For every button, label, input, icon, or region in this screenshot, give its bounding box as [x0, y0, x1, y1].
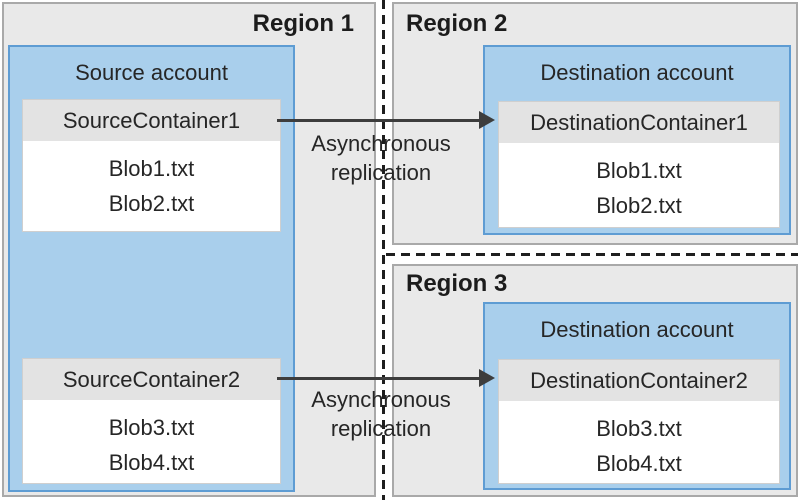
blob-item: Blob2.txt	[108, 191, 195, 216]
source-container-1-name: SourceContainer1	[23, 100, 280, 141]
arrow-label-line: replication	[330, 160, 432, 185]
destination-account-2-title: Destination account	[540, 317, 734, 342]
source-account-title: Source account	[75, 60, 228, 85]
source-container-2-name: SourceContainer2	[23, 359, 280, 400]
region-3-label: Region 3	[406, 270, 508, 297]
destination-container-2-name: DestinationContainer2	[499, 360, 779, 401]
destination-account-1-title: Destination account	[540, 60, 734, 85]
blob-item: Blob4.txt	[108, 450, 195, 475]
blob-item: Blob1.txt	[596, 158, 682, 183]
blob-item: Blob4.txt	[596, 451, 682, 476]
source-container-2-blobs: Blob3.txt Blob4.txt	[23, 400, 280, 480]
blob-item: Blob3.txt	[596, 416, 682, 441]
region-1-label: Region 1	[252, 10, 354, 37]
replication-arrow-2-arrowhead-icon	[479, 369, 495, 387]
destination-container-1-blobs: Blob1.txt Blob2.txt	[499, 143, 779, 223]
source-container-2: SourceContainer2 Blob3.txt Blob4.txt	[22, 358, 281, 484]
destination-account-box-region-2: Destination account DestinationContainer…	[483, 45, 791, 235]
arrow-label-line: Asynchronous	[311, 131, 451, 156]
destination-account-box-region-3: Destination account DestinationContainer…	[483, 302, 791, 490]
replication-arrow-2-line	[277, 377, 479, 380]
blob-item: Blob2.txt	[596, 193, 682, 218]
replication-arrow-1-arrowhead-icon	[479, 111, 495, 129]
destination-container-1-name: DestinationContainer1	[499, 102, 779, 143]
destination-container-1: DestinationContainer1 Blob1.txt Blob2.tx…	[498, 101, 780, 228]
source-account-box: Source account SourceContainer1 Blob1.tx…	[8, 45, 295, 492]
region-2-label: Region 2	[406, 10, 508, 37]
arrow-label-line: Asynchronous	[311, 387, 451, 412]
region-boundary-horizontal-dashed-line	[386, 253, 798, 256]
region-boundary-vertical-dashed-line	[382, 0, 385, 500]
source-container-1-blobs: Blob1.txt Blob2.txt	[23, 141, 280, 221]
source-container-1: SourceContainer1 Blob1.txt Blob2.txt	[22, 99, 281, 232]
replication-arrow-2-label: Asynchronous replication	[286, 385, 476, 443]
blob-item: Blob3.txt	[108, 415, 195, 440]
destination-container-2-blobs: Blob3.txt Blob4.txt	[499, 401, 779, 481]
arrow-label-line: replication	[330, 416, 432, 441]
replication-arrow-1-label: Asynchronous replication	[286, 129, 476, 187]
destination-container-2: DestinationContainer2 Blob3.txt Blob4.tx…	[498, 359, 780, 484]
replication-arrow-1-line	[277, 119, 479, 122]
blob-item: Blob1.txt	[108, 156, 195, 181]
